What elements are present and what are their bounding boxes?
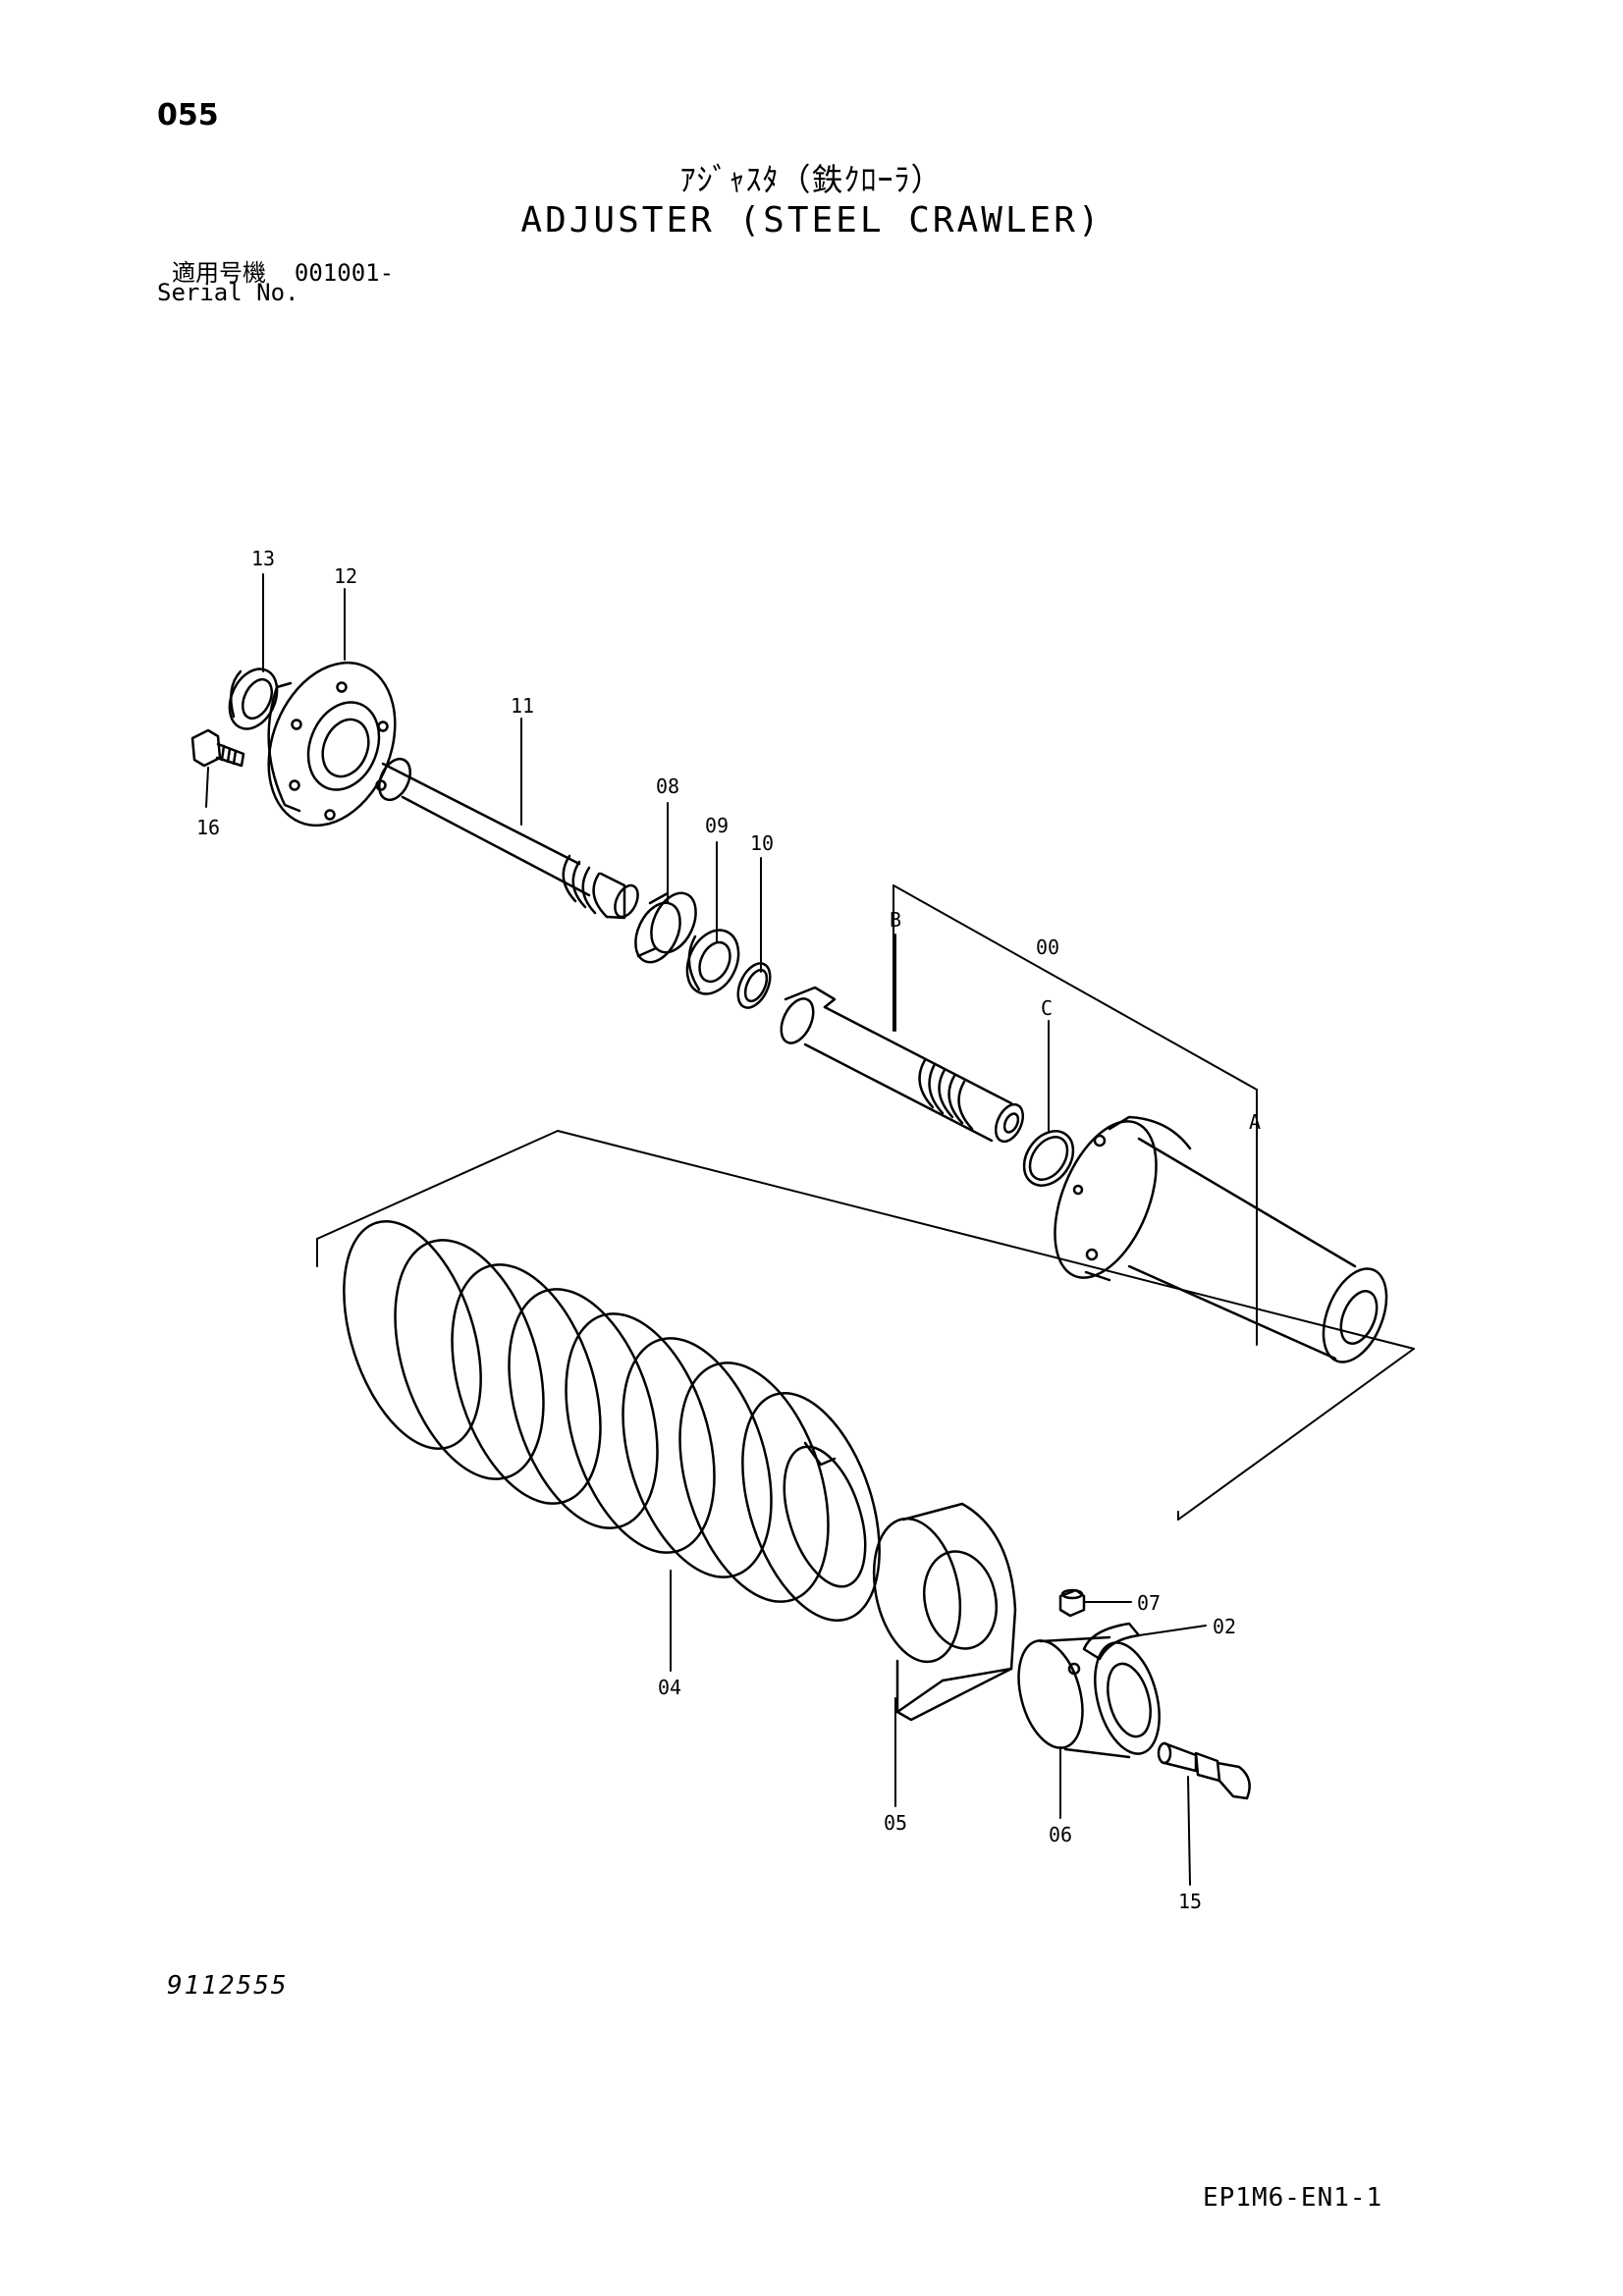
- callout-07: 07: [1137, 1591, 1161, 1615]
- part-callouts: 13 12 16 11 08 09 10 B 00 C A 04 07 02 0…: [196, 547, 1261, 1913]
- bracket-part-05: [872, 1502, 1017, 1722]
- callout-09: 09: [705, 814, 729, 837]
- document-code: EP1M6-EN1-1: [1203, 2183, 1383, 2213]
- callout-b: B: [890, 908, 901, 932]
- callout-12: 12: [334, 564, 357, 588]
- callout-16: 16: [196, 816, 220, 839]
- drawing-number: 9112555: [167, 1971, 289, 2001]
- collar-part-08: [634, 891, 697, 964]
- cylinder-part-a: [1054, 1115, 1388, 1363]
- callout-a: A: [1249, 1110, 1261, 1134]
- title-japanese: ｱｼﾞｬｽﾀ（鉄ｸﾛｰﾗ）: [679, 161, 944, 198]
- serial-range-line: 適用号機 001001-: [172, 253, 394, 288]
- piston-rod-part-b: [780, 986, 1025, 1144]
- seal-ring-part-13: [228, 667, 279, 730]
- callout-08: 08: [656, 774, 679, 798]
- assembly-bracket-lines: [316, 884, 1415, 1521]
- serial-range: 001001-: [294, 259, 395, 287]
- callout-00: 00: [1036, 935, 1059, 959]
- callout-10: 10: [750, 831, 774, 855]
- callout-13: 13: [251, 547, 275, 570]
- half-ring-part-02: [1082, 1622, 1141, 1661]
- seal-part-09: [685, 929, 740, 995]
- snap-ring-part-10: [736, 962, 772, 1009]
- leader-lines: [205, 573, 1258, 1886]
- callout-04: 04: [658, 1676, 681, 1699]
- sleeve-part-06: [1017, 1635, 1161, 1759]
- shaft-part-11: [378, 757, 639, 920]
- recoil-spring-part-04: [343, 1220, 881, 1622]
- grease-fitting-part-15: [1157, 1741, 1251, 1800]
- callout-02: 02: [1213, 1615, 1236, 1638]
- callout-06: 06: [1049, 1823, 1072, 1846]
- callout-c: C: [1041, 996, 1053, 1020]
- plug-part-07: [1058, 1588, 1086, 1618]
- bolt-part-16: [190, 728, 245, 768]
- callout-11: 11: [511, 694, 534, 718]
- page-title: ADJUSTER (STEEL CRAWLER): [520, 200, 1103, 240]
- serial-label-en: Serial No.: [157, 279, 299, 306]
- flange-bushing-part-12: [267, 661, 397, 828]
- o-ring-part-c: [1022, 1130, 1075, 1187]
- callout-05: 05: [884, 1811, 907, 1835]
- serial-label-jp: 適用号機: [172, 259, 266, 287]
- callout-15: 15: [1178, 1890, 1202, 1913]
- page-number: 055: [157, 98, 219, 133]
